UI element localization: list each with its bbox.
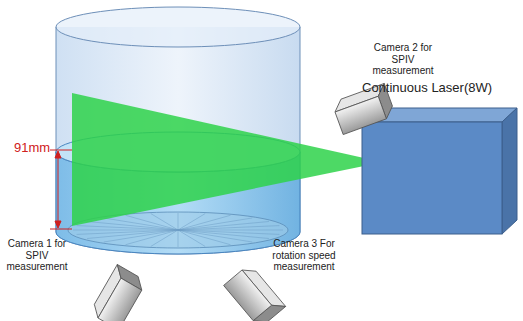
- camera-label: Camera 2 for SPIV measurement: [370, 42, 436, 77]
- camera-label: Camera 1 for SPIV measurement: [4, 238, 70, 273]
- camera-label: Camera 3 For rotation speed measurement: [258, 238, 350, 273]
- laser-box: Continuous Laser(8W): [362, 80, 517, 95]
- laser-label: Continuous Laser(8W): [362, 80, 517, 95]
- dimension-label: 91mm: [14, 141, 50, 156]
